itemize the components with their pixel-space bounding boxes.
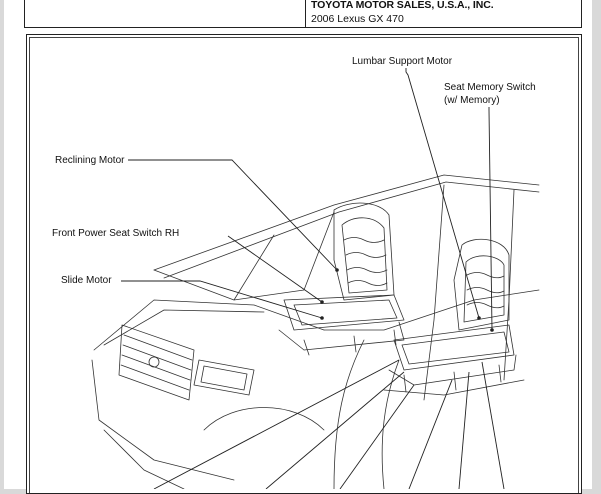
- leader-bottom-5: [458, 371, 470, 489]
- vehicle-roof-line: [153, 174, 540, 271]
- leader-front-power-seat-switch: [227, 235, 323, 303]
- floor-rail: [383, 379, 525, 396]
- vehicle-headlight: [193, 359, 255, 396]
- component-dot: [320, 300, 324, 304]
- vehicle-headlight-inner: [200, 365, 248, 391]
- label-slide-motor: Slide Motor: [61, 275, 112, 287]
- leader-bottom-6: [481, 361, 505, 489]
- floor-tunnel-side: [381, 359, 400, 489]
- label-front-power-seat-switch-rh: Front Power Seat Switch RH: [52, 228, 180, 240]
- leader-bottom-3: [339, 384, 415, 489]
- front-seat-rh: [278, 202, 405, 356]
- floor-tunnel: [333, 339, 365, 489]
- label-seat-memory-switch: Seat Memory Switch: [444, 82, 536, 94]
- vehicle-door-line: [423, 184, 445, 401]
- leader-reclining-motor: [128, 159, 338, 271]
- label-reclining-motor: Reclining Motor: [55, 155, 125, 167]
- document-page: TOYOTA MOTOR SALES, U.S.A., INC. 2006 Le…: [4, 0, 592, 494]
- vehicle-seat-diagram: [91, 68, 540, 489]
- label-seat-memory-switch-note: (w/ Memory): [444, 95, 500, 107]
- component-dot: [490, 328, 494, 332]
- leader-bottom-1: [153, 359, 400, 489]
- diagram-frame-inner: [29, 37, 579, 493]
- document-header: TOYOTA MOTOR SALES, U.S.A., INC. 2006 Le…: [24, 0, 582, 28]
- leader-bottom-4: [408, 379, 453, 489]
- vehicle-hood-edge: [103, 309, 265, 346]
- component-dot: [320, 316, 324, 320]
- header-model: 2006 Lexus GX 470: [311, 13, 404, 25]
- vehicle-a-pillar: [233, 234, 275, 301]
- vehicle-bumper-lower: [103, 429, 185, 489]
- leader-seat-memory-switch: [488, 105, 493, 331]
- leader-bottom-2: [265, 371, 405, 489]
- component-dot: [335, 268, 339, 272]
- leader-slide-motor: [121, 280, 323, 319]
- header-company: TOYOTA MOTOR SALES, U.S.A., INC.: [311, 0, 494, 11]
- leader-lumbar-support-motor: [405, 68, 480, 319]
- vehicle-windshield: [153, 211, 335, 301]
- front-seat-lh: [388, 238, 517, 393]
- vehicle-fender: [203, 407, 325, 431]
- vehicle-grille: [118, 324, 195, 401]
- vehicle-bumper: [91, 359, 235, 481]
- component-dot: [477, 316, 481, 320]
- vehicle-side-body: [323, 289, 540, 331]
- header-divider: [305, 0, 306, 27]
- label-lumbar-support-motor: Lumbar Support Motor: [352, 56, 453, 68]
- vehicle-roof-line-inner: [163, 181, 540, 279]
- vehicle-hood: [93, 299, 325, 351]
